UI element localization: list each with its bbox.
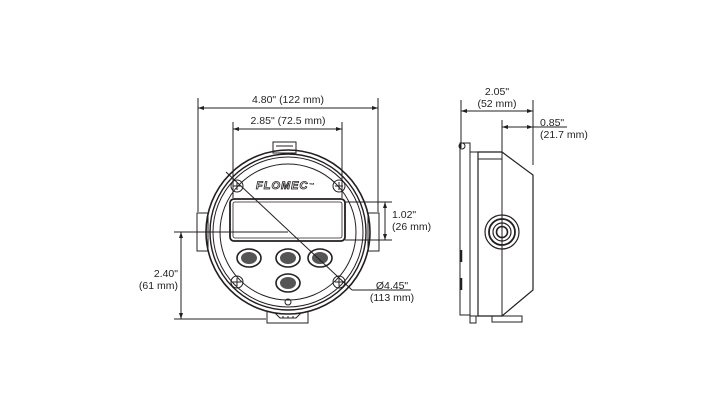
diameter-label: Ø4.45" (113 mm) <box>360 280 424 304</box>
center-bottom-label: 2.40" (61 mm) <box>120 268 178 292</box>
side-view <box>458 100 567 324</box>
brand-name: FLOMEC <box>256 180 309 193</box>
side-body <box>477 151 534 317</box>
display-height-label: 1.02" (26 mm) <box>392 209 431 233</box>
brand-logo: FLOMEC™ <box>256 180 316 193</box>
diameter-metric: (113 mm) <box>369 292 415 304</box>
center-bottom-metric: (61 mm) <box>138 280 178 292</box>
depth-metric: (52 mm) <box>477 98 517 110</box>
display-width-label: 2.85" (72.5 mm) <box>250 115 326 127</box>
center-bottom-imperial: 2.40" <box>153 268 178 280</box>
depth-label: 2.05" (52 mm) <box>467 86 527 110</box>
display-height-metric: (26 mm) <box>392 221 432 233</box>
lcd-window <box>229 198 346 242</box>
keypad <box>236 248 333 293</box>
bottom-tab <box>266 311 309 324</box>
side-port <box>484 214 520 250</box>
bezel-depth-imperial: 0.85" <box>540 117 565 129</box>
diameter-imperial: Ø4.45" <box>375 280 409 292</box>
bottom-hole <box>284 298 292 306</box>
bezel-depth-metric: (21.7 mm) <box>540 129 588 141</box>
top-tab <box>272 141 297 154</box>
trademark: ™ <box>308 183 316 189</box>
front-view <box>174 98 411 324</box>
depth-imperial: 2.05" <box>484 86 510 98</box>
right-lug <box>367 212 380 252</box>
bezel-depth-label: 0.85" (21.7 mm) <box>540 117 588 141</box>
screw-icon <box>230 179 346 289</box>
overall-width-label: 4.80" (122 mm) <box>251 94 324 106</box>
display-height-imperial: 1.02" <box>392 209 417 221</box>
